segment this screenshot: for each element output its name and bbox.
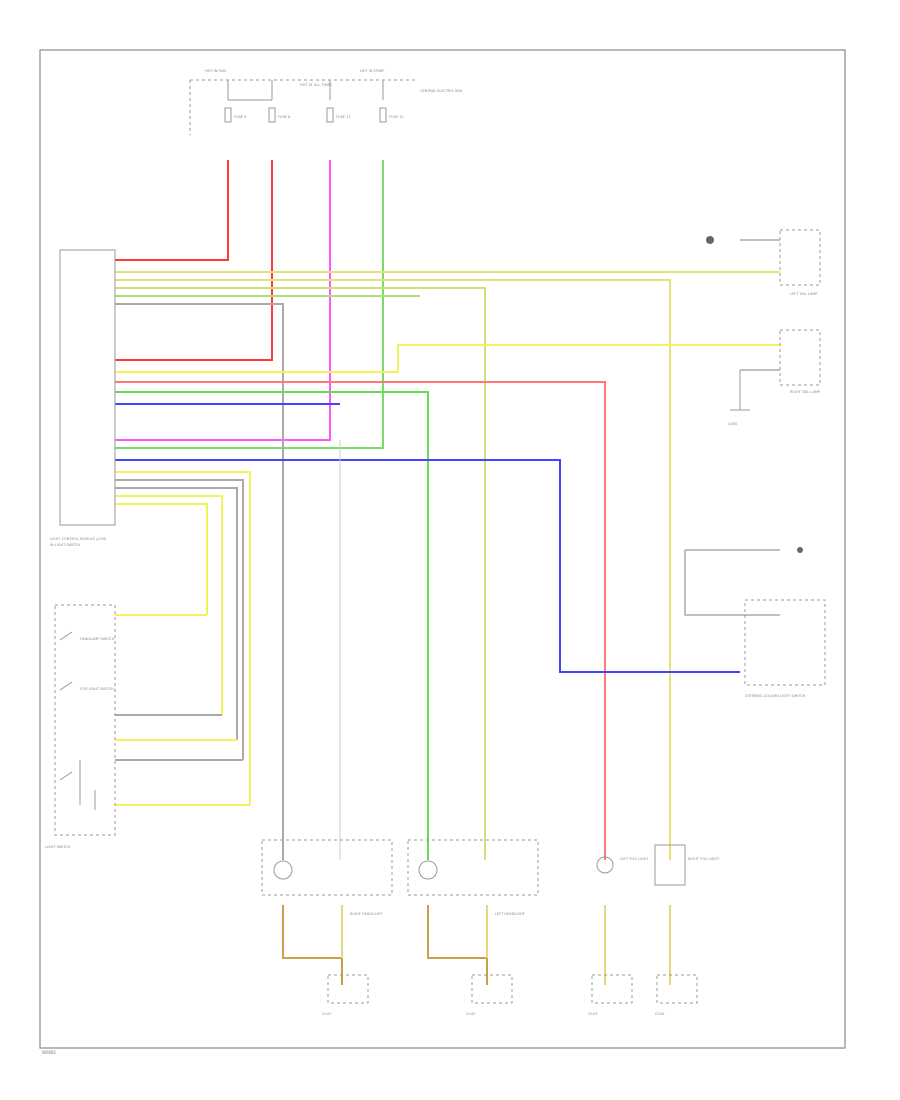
hot-run-label-right: HOT IN START (360, 69, 385, 73)
svg-text:RIGHT FOG LIGHT: RIGHT FOG LIGHT (688, 857, 720, 861)
wire-red-1 (115, 160, 229, 261)
svg-text:G101: G101 (322, 1012, 331, 1016)
wire-gray-1 (115, 303, 284, 860)
svg-text:LIGHT CONTROL MODULE (LCM): LIGHT CONTROL MODULE (LCM) (50, 537, 107, 541)
ground-5: G200 (728, 395, 741, 426)
wire-red-2 (115, 160, 273, 361)
fuse-3: FUSE 11 (326, 107, 351, 123)
wire-yellow-green (115, 287, 486, 860)
wire-brown-1 (282, 905, 343, 985)
page-id: W0081 (42, 1050, 57, 1055)
wire-yellow-low-2 (115, 495, 223, 715)
svg-text:LEFT HEADLIGHT: LEFT HEADLIGHT (495, 912, 526, 916)
svg-text:G103: G103 (588, 1012, 597, 1016)
central-box-label: CENTRAL ELECTRIC BOX (420, 89, 463, 93)
svg-text:LIGHT SWITCH: LIGHT SWITCH (45, 845, 71, 849)
right-headlight: RIGHT HEADLIGHT (261, 839, 393, 916)
svg-text:IN LIGHT SWITCH: IN LIGHT SWITCH (50, 543, 80, 547)
svg-text:RIGHT HEADLIGHT: RIGHT HEADLIGHT (350, 912, 383, 916)
svg-text:RIGHT TAIL LAMP: RIGHT TAIL LAMP (790, 390, 820, 394)
wire-green-mid (115, 391, 429, 860)
fuse-4: FUSE 12 (379, 107, 404, 123)
wire-gray-low-2 (115, 487, 238, 740)
svg-text:HEADLAMP SWITCH: HEADLAMP SWITCH (80, 637, 115, 641)
central-electric-box: HOT IN RUN HOT IN START HOT AT ALL TIMES… (189, 69, 463, 135)
ground-1: G101 (322, 974, 369, 1016)
wire-yellow-mid (115, 344, 780, 373)
wire-sc-1 (684, 549, 780, 616)
wire-gray-low-1 (115, 479, 244, 760)
svg-text:FUSE 5: FUSE 5 (234, 115, 246, 119)
svg-text:G104: G104 (655, 1012, 665, 1016)
light-switch: HEADLAMP SWITCH FOG LIGHT SWITCH LIGHT S… (45, 604, 116, 849)
ground-4: G104 (655, 974, 698, 1016)
svg-text:LEFT FOG LIGHT: LEFT FOG LIGHT (620, 857, 649, 861)
svg-text:STEERING COLUMN LIGHT SWITCH: STEERING COLUMN LIGHT SWITCH (745, 694, 806, 698)
wire-brown-2 (427, 905, 488, 985)
ground-2: G102 (466, 974, 513, 1016)
svg-text:FOG LIGHT SWITCH: FOG LIGHT SWITCH (80, 687, 114, 691)
wire-yellow-low-1 (115, 471, 251, 805)
left-headlight: LEFT HEADLIGHT (407, 839, 539, 916)
svg-text:LEFT TAIL LAMP: LEFT TAIL LAMP (790, 292, 817, 296)
wire-yellow-low-3 (115, 503, 208, 615)
left-fog: LEFT FOG LIGHT (596, 856, 649, 874)
fuse-1: FUSE 5 (224, 107, 246, 123)
svg-text:G200: G200 (728, 422, 737, 426)
wire-yellow-tail-right (115, 279, 671, 860)
left-tail-lamp: LEFT TAIL LAMP (706, 229, 821, 296)
hot-run-label-left: HOT IN RUN (205, 69, 226, 73)
fuse-2: FUSE 6 (268, 107, 290, 123)
svg-text:FUSE 11: FUSE 11 (336, 115, 351, 119)
svg-text:G102: G102 (466, 1012, 475, 1016)
steering-column-switch: STEERING COLUMN LIGHT SWITCH (744, 547, 826, 698)
ground-3: G103 (588, 974, 633, 1016)
wire-green-top (115, 160, 384, 449)
right-fog: RIGHT FOG LIGHT (654, 844, 720, 886)
light-control-module: LIGHT CONTROL MODULE (LCM) IN LIGHT SWIT… (50, 249, 116, 547)
hot-all-times-label: HOT AT ALL TIMES (300, 83, 333, 87)
wire-blue-long (115, 459, 740, 673)
svg-text:FUSE 6: FUSE 6 (278, 115, 290, 119)
diagram-frame (39, 49, 846, 1049)
svg-text:FUSE 12: FUSE 12 (389, 115, 404, 119)
wires (115, 160, 780, 985)
wire-pink-mid (115, 381, 606, 860)
wire-magenta (115, 160, 331, 441)
